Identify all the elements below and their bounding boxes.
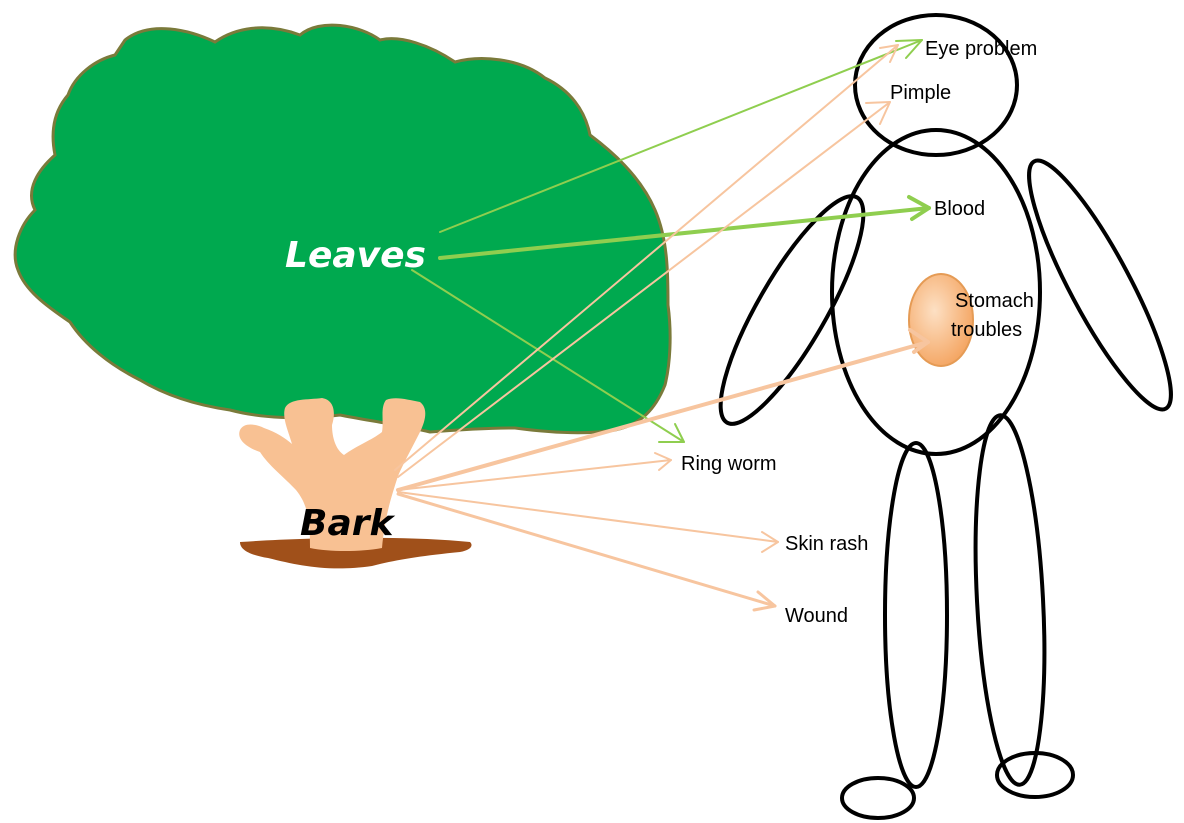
ailment-wound: Wound (785, 605, 848, 627)
human-figure (698, 15, 1184, 818)
right-arm (1008, 147, 1184, 422)
ailment-blood: Blood (934, 198, 985, 220)
arrow-bark-ring-worm (398, 460, 671, 490)
ailment-stomach-line2: troubles (951, 319, 1022, 341)
leaves-label: Leaves (285, 235, 426, 276)
ailment-skin-rash: Skin rash (785, 533, 868, 555)
ailment-ring-worm: Ring worm (681, 453, 777, 475)
left-leg (885, 443, 947, 787)
left-foot (842, 778, 914, 818)
ailment-pimple: Pimple (890, 82, 951, 104)
bark-label: Bark (300, 503, 395, 544)
arrow-bark-skin-rash (398, 492, 778, 542)
ailment-eye-problem: Eye problem (925, 38, 1037, 60)
right-leg (967, 414, 1052, 787)
ailment-stomach-line1: Stomach (955, 290, 1034, 312)
